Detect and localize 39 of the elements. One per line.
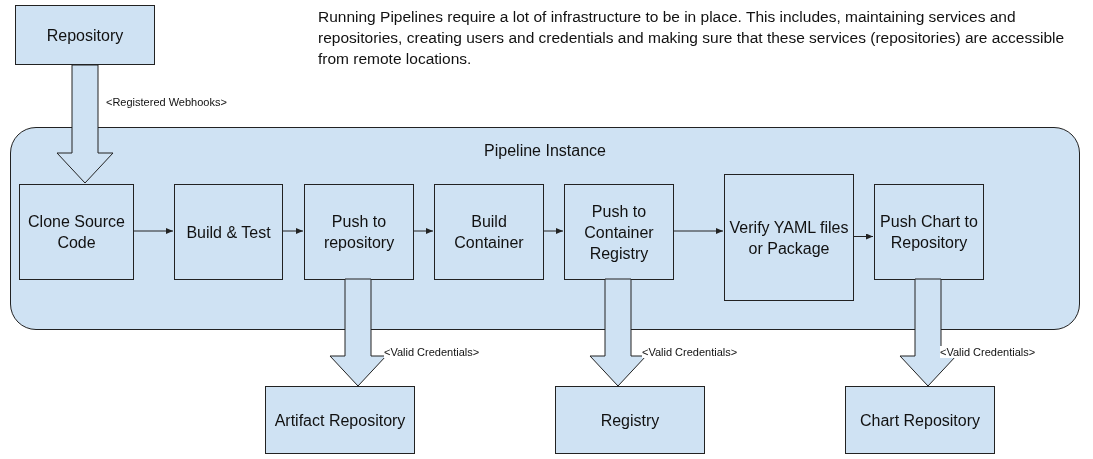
process-box xyxy=(874,184,984,280)
process-box xyxy=(19,184,134,280)
process-box xyxy=(15,5,155,65)
process-box xyxy=(724,174,854,301)
arrow xyxy=(542,228,564,234)
box-label: Push to repository xyxy=(322,212,396,253)
block-arrow xyxy=(589,278,647,387)
box-label: Build & Test xyxy=(186,222,271,243)
box-label: Artifact Repository xyxy=(274,410,406,431)
block-arrow xyxy=(329,278,387,387)
description-text: Running Pipelines require a lot of infrastructure to be in place. This includes, maintaining services and repositories, creating users and credentials and making sure that these services (repositories) are accessible from remote locations. xyxy=(318,7,1066,69)
process-box xyxy=(174,184,283,280)
edge-label: <Registered Webhooks> xyxy=(106,96,227,108)
process-box xyxy=(434,184,544,280)
box-label: Clone Source Code xyxy=(27,212,126,253)
box-label: Repository xyxy=(46,25,124,46)
process-box xyxy=(265,386,415,454)
process-box xyxy=(564,184,674,280)
block-arrow xyxy=(899,278,957,387)
box-label: Build Container xyxy=(453,212,525,253)
pipeline-container xyxy=(10,127,1080,330)
process-box xyxy=(555,386,705,454)
box-label: Chart Repository xyxy=(859,410,980,431)
arrow xyxy=(132,228,174,234)
box-label: Push to Container Registry xyxy=(583,201,655,264)
process-box xyxy=(304,184,414,280)
edge-label: <Valid Credentials> xyxy=(642,346,738,358)
box-label: Push Chart to Repository xyxy=(879,212,979,253)
process-box xyxy=(845,386,995,454)
box-label: Verify YAML files or Package xyxy=(729,217,849,259)
edge-label: <Valid Credentials> xyxy=(940,346,1036,358)
arrow xyxy=(281,228,304,234)
arrow xyxy=(852,233,874,240)
arrow xyxy=(672,228,724,234)
block-arrow xyxy=(56,64,114,184)
box-label: Registry xyxy=(600,410,660,431)
container-title: Pipeline Instance xyxy=(484,141,606,161)
arrow xyxy=(412,228,434,234)
edge-label: <Valid Credentials> xyxy=(384,346,480,358)
